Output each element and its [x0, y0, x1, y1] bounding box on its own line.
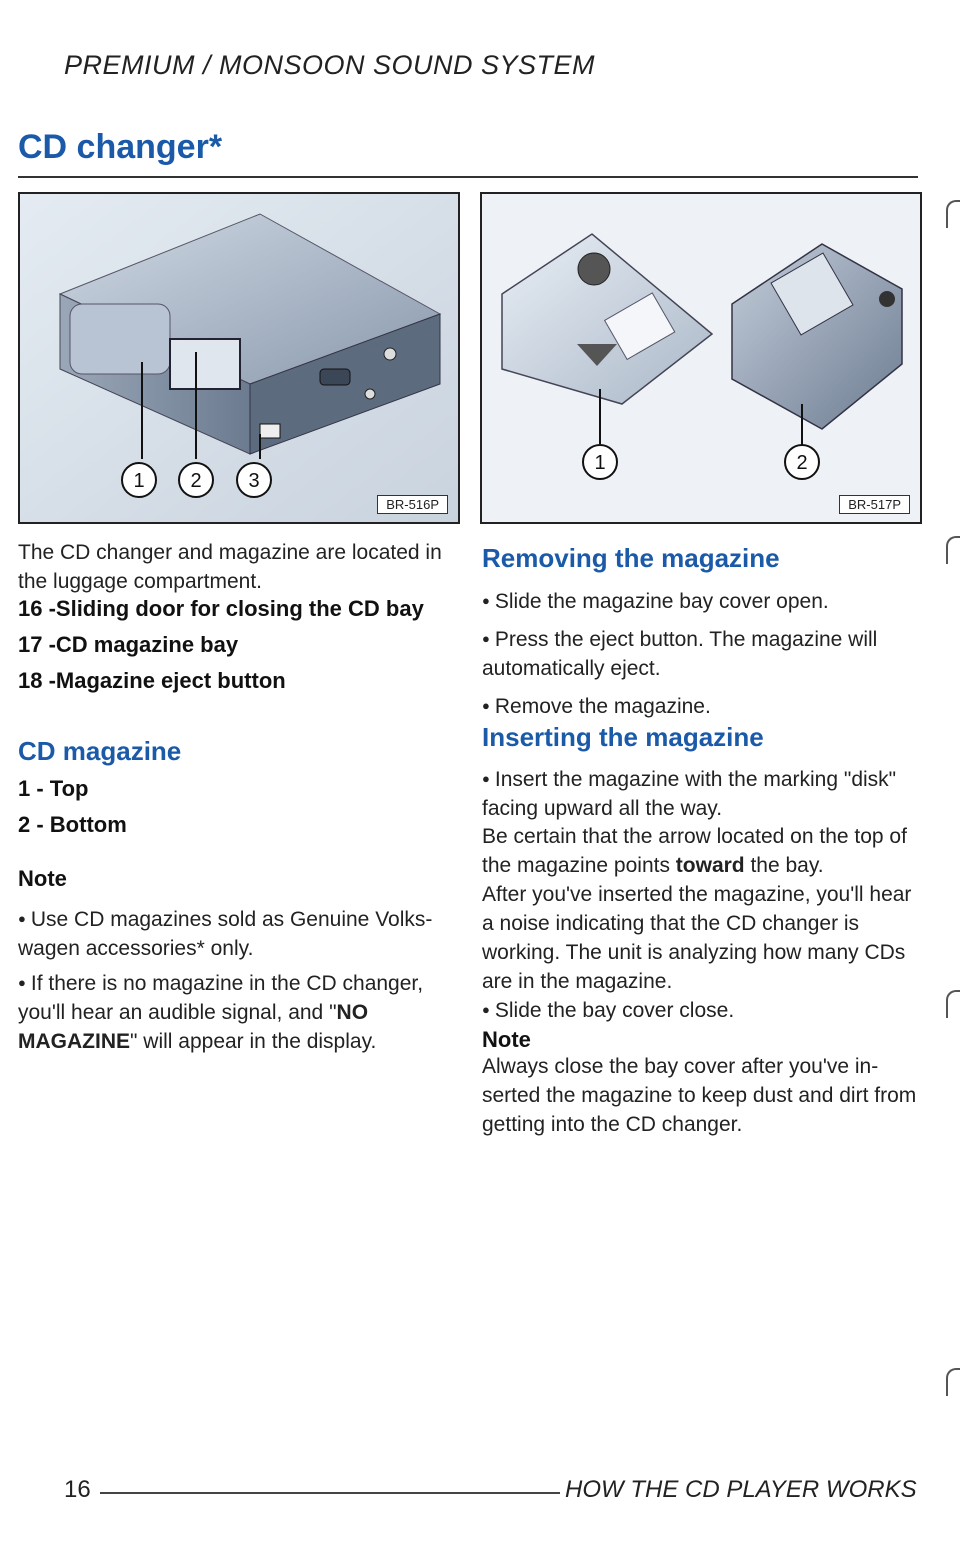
header-rule: [18, 176, 918, 178]
display-message: NO MAGAZINE: [18, 1001, 369, 1053]
running-header: PREMIUM / MONSOON SOUND SYSTEM: [64, 50, 596, 80]
cd-magazine-figure: 1 2 BR-517P: [480, 192, 922, 524]
after-paragraph: After you've inserted the magazine, you'…: [482, 883, 912, 993]
note-bullet: If there is no magazine in the CD change…: [18, 968, 458, 1056]
note-heading: Note: [482, 1027, 531, 1052]
page-number: 16: [64, 1476, 91, 1503]
list-item: 17 -CD magazine bay: [18, 632, 239, 657]
note-text: If there is no magazine in the CD change…: [18, 972, 424, 1024]
note-paragraph: Always close the bay cover after you've …: [482, 1055, 917, 1136]
svg-text:2: 2: [190, 470, 201, 492]
svg-text:3: 3: [248, 470, 259, 492]
callout-top: 1: [582, 444, 618, 480]
page-edge-mark: [946, 990, 960, 1018]
step-item: Slide the magazine bay cover open.: [482, 586, 922, 616]
page-edge-mark: [946, 1368, 960, 1396]
list-item: 1 - Top: [18, 776, 89, 801]
arrow-instruction: Be certain that the arrow located on the…: [482, 822, 922, 880]
instruction-text: the bay.: [744, 854, 824, 877]
footer-rule: [100, 1492, 560, 1494]
svg-text:1: 1: [133, 470, 144, 492]
svg-text:2: 2: [796, 452, 807, 474]
list-item: 18 -Magazine eject button: [18, 668, 286, 693]
note-text: " will appear in the display.: [130, 1030, 377, 1053]
figure-code: BR-516P: [377, 495, 448, 514]
callout-bottom: 2: [784, 444, 820, 480]
cd-magazine-illustration: 1 2: [482, 194, 920, 522]
step-item: Insert the magazine with the marking "di…: [482, 764, 922, 823]
intro-paragraph: The CD changer and magazine are located …: [18, 541, 442, 593]
callout-1: 1: [121, 462, 157, 498]
cd-changer-illustration: 1 2 3: [20, 194, 458, 522]
list-item: 2 - Bottom: [18, 812, 127, 837]
removing-heading: Removing the magazine: [482, 543, 780, 573]
instruction-text: Be certain that the arrow located on the…: [482, 825, 907, 877]
note-heading: Note: [18, 866, 67, 891]
note-bullet: Use CD magazines sold as Genuine Volks-w…: [18, 904, 458, 963]
step-item: Press the eject button. The magazine wil…: [482, 624, 922, 683]
list-item: 16 -Sliding door for closing the CD bay: [18, 596, 424, 621]
changer-parts-list: 16 -Sliding door for closing the CD bay …: [18, 594, 458, 696]
callout-2: 2: [178, 462, 214, 498]
inserting-heading: Inserting the magazine: [482, 722, 764, 752]
cd-magazine-heading: CD magazine: [18, 736, 182, 766]
footer-section-title: HOW THE CD PLAYER WORKS: [565, 1476, 917, 1503]
page-edge-mark: [946, 536, 960, 564]
svg-text:1: 1: [594, 452, 605, 474]
step-item: Slide the bay cover close.: [482, 995, 922, 1025]
callout-3: 3: [236, 462, 272, 498]
step-item: Remove the magazine.: [482, 691, 922, 721]
page-edge-mark: [946, 200, 960, 228]
figure-code: BR-517P: [839, 495, 910, 514]
magazine-parts-list: 1 - Top 2 - Bottom: [18, 774, 127, 840]
cd-changer-figure: 1 2 3 BR-516P: [18, 192, 460, 524]
section-title: CD changer*: [18, 128, 223, 166]
emphasis-text: toward: [675, 854, 745, 877]
